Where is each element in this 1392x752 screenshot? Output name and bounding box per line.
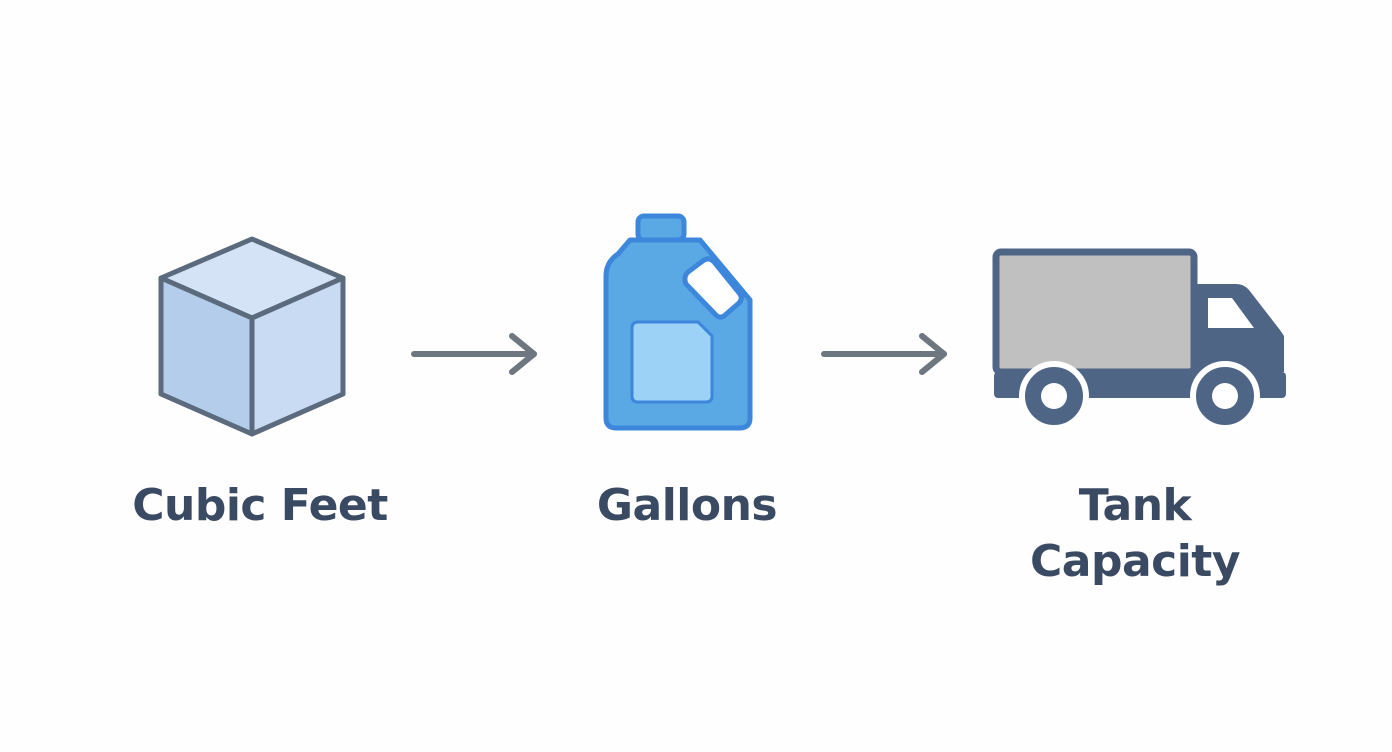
step-label-gallons: Gallons [596,480,778,531]
step-label-tank-capacity: Tank Capacity [980,478,1290,590]
arrow-right-icon [411,333,537,375]
step-label-cubic-feet: Cubic Feet [132,480,388,531]
truck-icon [992,248,1286,431]
cube-icon [158,236,346,437]
arrow-right-icon [821,333,947,375]
jug-icon [603,213,753,431]
step-label-tank-capacity-line-1: Tank [1078,480,1192,531]
step-label-tank-capacity-line-2: Capacity [1029,536,1241,587]
